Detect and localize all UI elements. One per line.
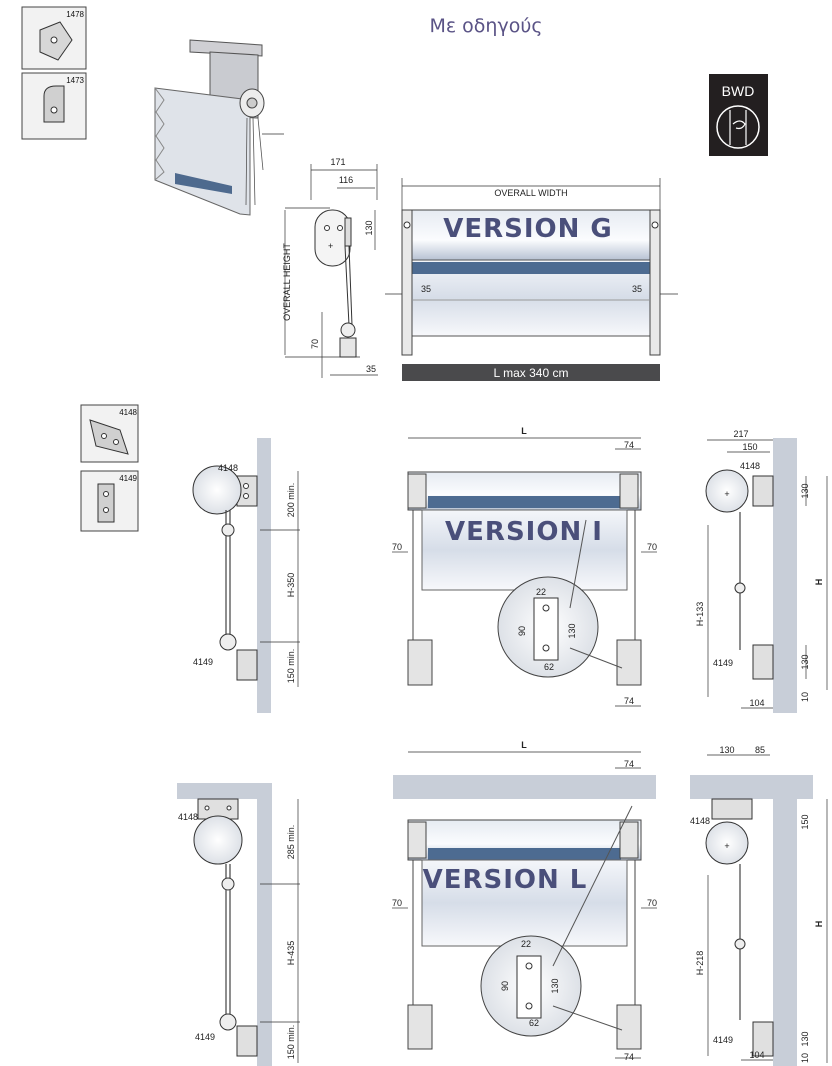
lmax-label: L max 340 cm <box>494 366 569 380</box>
dim-116: 116 <box>339 175 353 185</box>
dim-35-right: 35 <box>632 284 642 294</box>
dim-10: 10 <box>800 692 810 702</box>
svg-text:+: + <box>724 489 729 499</box>
bracket-4148: 4148 <box>740 461 760 471</box>
page-title: Με οδηγούς <box>429 15 542 37</box>
dim-h-350: H-350 <box>286 573 296 598</box>
dim-150: 150 <box>742 442 757 452</box>
version-g-front-view: OVERALL WIDTH VERSION G 35 35 L max 340 … <box>385 178 678 381</box>
version-i-front-view: L 74 VERSION I 70 70 74 22 90 130 62 <box>392 426 657 707</box>
dim-130-bottom: 130 <box>800 654 810 669</box>
accessory-code: 1473 <box>66 76 84 85</box>
overall-height-label: OVERALL HEIGHT <box>282 243 292 321</box>
version-i-right-side: 217 150 4148 + 4149 130 H H-133 130 104 … <box>695 429 828 713</box>
wind-class-label: BWD <box>722 83 755 99</box>
bracket-4148: 4148 <box>178 812 198 822</box>
dim-150: 150 <box>800 814 810 829</box>
dim-130-bottom: 130 <box>800 1031 810 1046</box>
dim-150-min: 150 min. <box>286 1025 296 1060</box>
wind-class-badge: BWD <box>709 74 768 156</box>
dim-35-side: 35 <box>366 364 376 374</box>
version-i-label: VERSION I <box>445 517 603 547</box>
version-g-side-profile: 171 116 + 130 OVERALL HEIGHT 70 35 <box>282 157 378 378</box>
accessory-code: 4148 <box>119 408 137 417</box>
dim-h-218: H-218 <box>695 951 705 976</box>
dim-35-left: 35 <box>421 284 431 294</box>
bracket-4148: 4148 <box>218 463 238 473</box>
accessory-code: 1478 <box>66 10 84 19</box>
version-g-label: VERSION G <box>443 214 613 244</box>
bracket-4149: 4149 <box>195 1032 215 1042</box>
accessory-4148-thumb: 4148 <box>80 404 139 463</box>
accessory-1473-thumb: 1473 <box>21 72 87 140</box>
dim-70-left: 70 <box>392 542 402 552</box>
dim-130: 130 <box>364 220 374 235</box>
version-l-front-view: L 74 VERSION L 70 70 74 22 90 130 62 <box>392 740 657 1062</box>
detail-130: 130 <box>550 978 560 993</box>
detail-22: 22 <box>536 587 546 597</box>
dim-h: H <box>814 579 824 586</box>
dim-200-min: 200 min. <box>286 483 296 518</box>
accessory-1478-thumb: 1478 <box>21 6 87 70</box>
version-l-left-side: 4148 4149 285 min. H-435 150 min. <box>177 783 300 1066</box>
bracket-4148: 4148 <box>690 816 710 826</box>
version-l-label: VERSION L <box>423 865 588 895</box>
detail-62: 62 <box>529 1018 539 1028</box>
dim-130: 130 <box>719 745 734 755</box>
detail-90: 90 <box>517 626 527 636</box>
dim-85: 85 <box>755 745 765 755</box>
dim-10: 10 <box>800 1053 810 1063</box>
center-mark: + <box>328 241 333 251</box>
dim-74-top: 74 <box>624 759 634 769</box>
dim-104: 104 <box>749 1050 764 1060</box>
dim-h-133: H-133 <box>695 602 705 627</box>
dim-l: L <box>521 426 527 436</box>
detail-22: 22 <box>521 939 531 949</box>
bracket-4149: 4149 <box>193 657 213 667</box>
accessory-4149-thumb: 4149 <box>80 470 139 532</box>
detail-130: 130 <box>567 623 577 638</box>
dim-h-435: H-435 <box>286 941 296 966</box>
dim-74-bottom: 74 <box>624 1052 634 1062</box>
roller-perspective-illustration <box>154 39 284 216</box>
dim-285-min: 285 min. <box>286 825 296 860</box>
bracket-4149: 4149 <box>713 658 733 668</box>
detail-62: 62 <box>544 662 554 672</box>
overall-width-label: OVERALL WIDTH <box>494 188 567 198</box>
dim-217: 217 <box>733 429 748 439</box>
detail-90: 90 <box>500 981 510 991</box>
version-l-right-side: 130 85 4148 + 4149 150 H H-218 130 104 1… <box>690 745 828 1066</box>
svg-text:+: + <box>724 841 729 851</box>
dim-74-bottom: 74 <box>624 696 634 706</box>
dim-104: 104 <box>749 698 764 708</box>
dim-150-min: 150 min. <box>286 649 296 684</box>
dim-h: H <box>814 921 824 928</box>
dim-70-right: 70 <box>647 542 657 552</box>
dim-130-top: 130 <box>800 483 810 498</box>
bracket-4149: 4149 <box>713 1035 733 1045</box>
dim-70-left: 70 <box>392 898 402 908</box>
dim-74-top: 74 <box>624 440 634 450</box>
dim-70: 70 <box>310 339 320 349</box>
dim-l: L <box>521 740 527 750</box>
version-i-left-side: 4148 4149 200 min. H-350 150 min. <box>192 438 300 713</box>
accessory-code: 4149 <box>119 474 137 483</box>
dim-70-right: 70 <box>647 898 657 908</box>
dim-171: 171 <box>330 157 345 167</box>
